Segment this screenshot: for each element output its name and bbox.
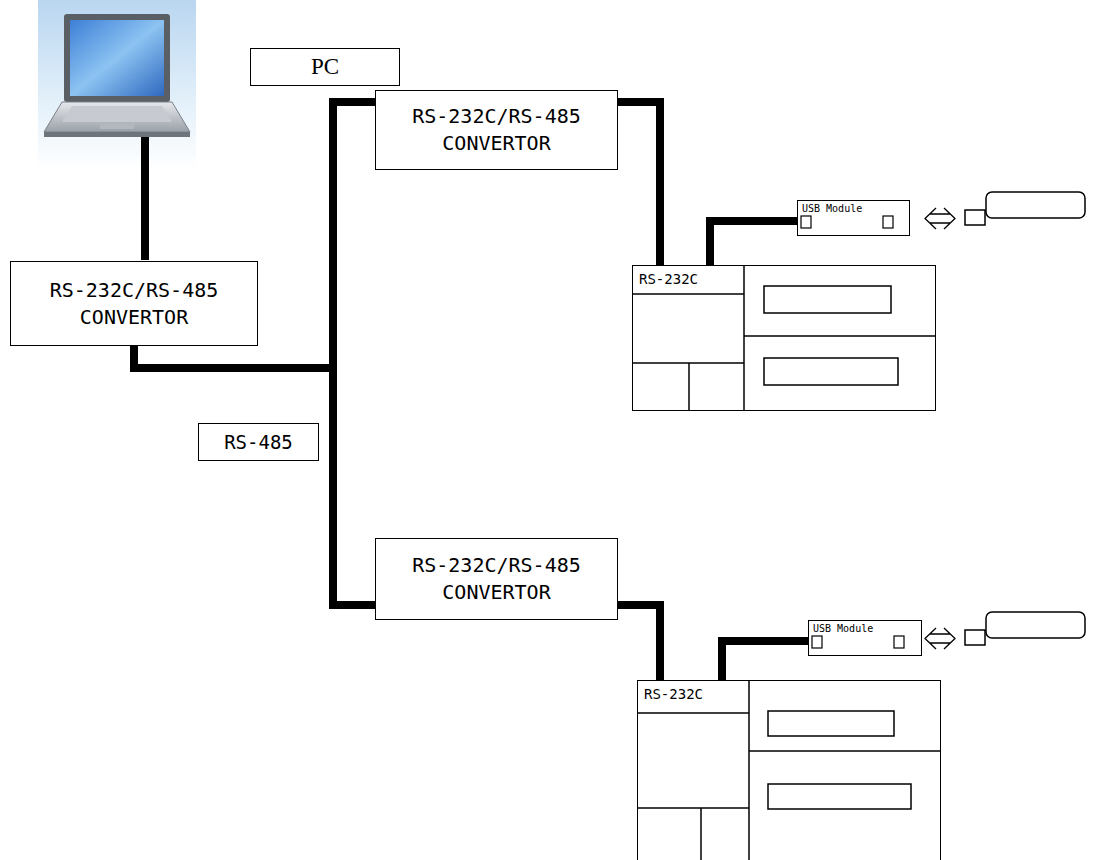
device-unit: RS-232C (632, 265, 936, 411)
panel-line (748, 681, 750, 860)
device-panel (638, 681, 940, 860)
cable-line (722, 641, 808, 680)
usb-stick (965, 192, 1085, 645)
node-text: RS-232C/RS-485 CONVERTOR (19, 277, 249, 331)
display-slot (764, 286, 891, 313)
node-text: RS-232C (639, 271, 698, 287)
laptop-icon (38, 0, 196, 170)
cable-line (710, 221, 797, 265)
node-text: RS-485 (224, 431, 293, 453)
panel-line (700, 808, 702, 860)
converter-box: RS-232C/RS-485 CONVERTOR (375, 90, 618, 170)
converter-box: RS-232C/RS-485 CONVERTOR (375, 538, 618, 620)
panel-line (749, 750, 940, 752)
node-text: RS-232C/RS-485 CONVERTOR (384, 103, 609, 157)
port (801, 216, 811, 228)
port (883, 216, 893, 228)
port (894, 636, 904, 648)
node-text: RS-232C (644, 686, 703, 702)
cable-line (618, 102, 660, 265)
cable-line (618, 605, 660, 680)
display-slot (764, 358, 898, 385)
label-box: PC (250, 48, 400, 86)
panel-line (688, 363, 690, 410)
panel-line (638, 807, 749, 809)
cable-line (134, 346, 375, 605)
node-text: RS-232C/RS-485 CONVERTOR (384, 552, 609, 606)
bus-label-box: RS-485 (198, 423, 319, 461)
usb-module: USB Module (797, 200, 910, 236)
pc-cable (141, 137, 149, 260)
panel-line (633, 293, 744, 295)
node-text: USB Module (813, 623, 873, 635)
panel-line (743, 266, 745, 410)
port (812, 636, 822, 648)
node-text: PC (311, 54, 339, 80)
device-panel (633, 266, 935, 410)
panel-line (638, 712, 749, 714)
usb-module: USB Module (808, 620, 922, 656)
device-unit: RS-232C (637, 680, 941, 860)
display-slot (768, 784, 911, 809)
node-text: USB Module (802, 203, 862, 215)
display-slot (768, 711, 894, 736)
converter-box: RS-232C/RS-485 CONVERTOR (10, 261, 258, 346)
panel-line (744, 335, 935, 337)
